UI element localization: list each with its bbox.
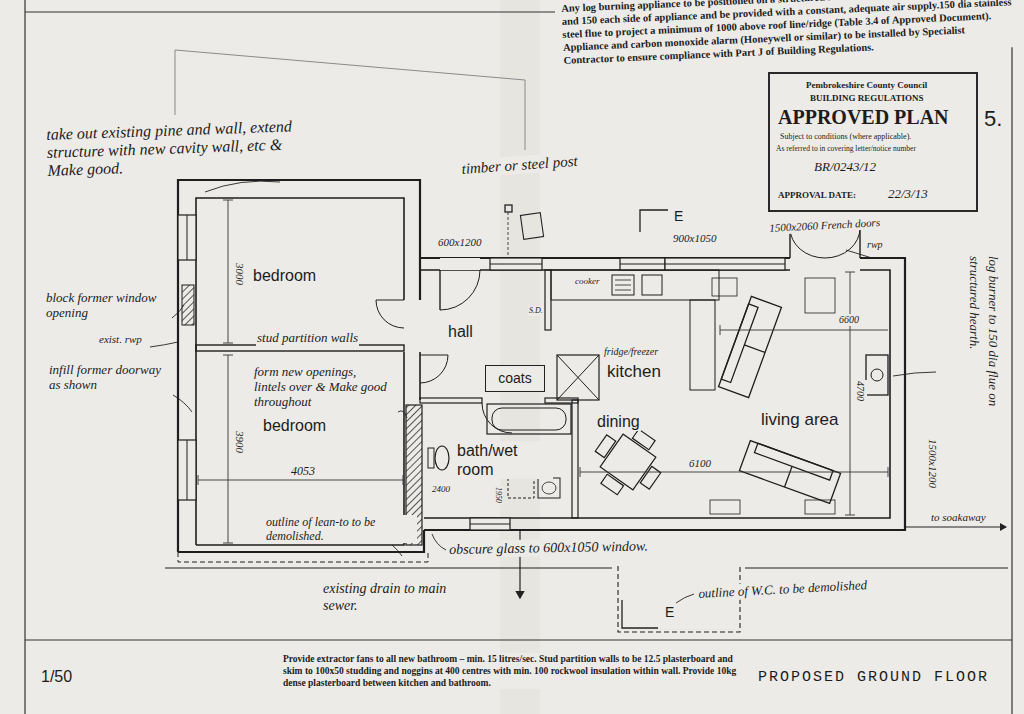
handwritten-note: outline of W.C. to be demolished <box>697 577 868 602</box>
general-note: Any log burning appliance to be position… <box>560 0 1019 67</box>
drawing-title: PROPOSED GROUND FLOOR <box>758 669 989 687</box>
stamp-text: APPROVAL DATE: <box>778 190 856 201</box>
dimension: 900x1050 <box>672 232 717 245</box>
handwritten-note: log burner to 150 dia flue on structured… <box>965 255 1003 452</box>
approval-stamp: Pembrokeshire County CouncilBUILDING REG… <box>768 72 978 212</box>
general-note: Provide extractor fans to all new bathro… <box>282 653 749 689</box>
room-name: hall <box>447 322 474 341</box>
handwritten-note: timber or steel post <box>460 152 579 178</box>
room-name: dining <box>596 412 641 431</box>
handwritten-note: to soakaway <box>930 511 987 524</box>
dimension: 2400 <box>431 484 451 495</box>
stamp-text: BUILDING REGULATIONS <box>810 93 924 104</box>
scale: 1/50 <box>40 667 73 686</box>
handwritten-note: S.D. <box>528 306 544 316</box>
leader-lines <box>150 181 936 603</box>
paper-fold <box>500 0 540 714</box>
handwritten-note: existing drain to main sewer. <box>322 580 474 614</box>
room-name: living area <box>760 410 840 430</box>
handwritten-note: stud partition walls <box>256 330 359 346</box>
dimension-lines <box>198 200 888 543</box>
handwritten-note: infill former doorway as shown <box>48 362 175 392</box>
store-box: coats <box>485 365 545 392</box>
handwritten-note: obscure glass to 600x1050 window. <box>448 537 649 558</box>
dimension: 6100 <box>688 457 712 470</box>
room-name: bedroom <box>262 416 327 435</box>
handwritten-note: 1500x2060 French doors <box>768 216 881 235</box>
handwritten-note: exist. rwp <box>98 333 143 346</box>
room-name: bedroom <box>252 266 317 285</box>
handwritten-note: rwp <box>866 239 884 251</box>
sheet-frame <box>25 0 1012 714</box>
walls <box>178 180 905 552</box>
section-marker: E <box>664 604 675 621</box>
section-marker: E <box>673 208 684 225</box>
fitting-label: cooker <box>574 276 601 287</box>
site-details <box>165 205 1008 632</box>
stamp-text: Subject to conditions (where applicable)… <box>780 132 911 142</box>
sheet-number: 5. <box>983 106 1003 132</box>
dimension: 600x1200 <box>437 236 482 249</box>
stamp-text: As referred to in covering letter/notice… <box>776 144 916 153</box>
room-name: kitchen <box>606 362 662 382</box>
reference-number: BR/0243/12 <box>814 159 876 175</box>
dimension: 1950 <box>493 486 503 504</box>
dimension: 3900 <box>233 430 246 454</box>
handwritten-note: block former window opening <box>45 290 172 320</box>
stamp-heading: APPROVED PLAN <box>778 105 949 129</box>
handwritten-note: form new openings, lintels over & Make g… <box>253 364 390 409</box>
dimension: 4053 <box>290 464 316 478</box>
room-name: coats <box>492 369 538 388</box>
dimension: 4700 <box>854 380 867 402</box>
dimension: 6600 <box>838 314 860 326</box>
room-name: bath/wet room <box>456 441 553 479</box>
approval-date: 22/3/13 <box>888 186 928 202</box>
dimension: 1500x1200 <box>926 438 939 489</box>
dimension: 3000 <box>233 262 246 286</box>
handwritten-note: take out existing pine and wall, extend … <box>45 117 314 180</box>
stamp-text: Pembrokeshire County Council <box>806 80 927 91</box>
handwritten-note: outline of lean-to to be demolished. <box>265 515 417 543</box>
fitting-label: fridge/freezer <box>603 346 659 358</box>
